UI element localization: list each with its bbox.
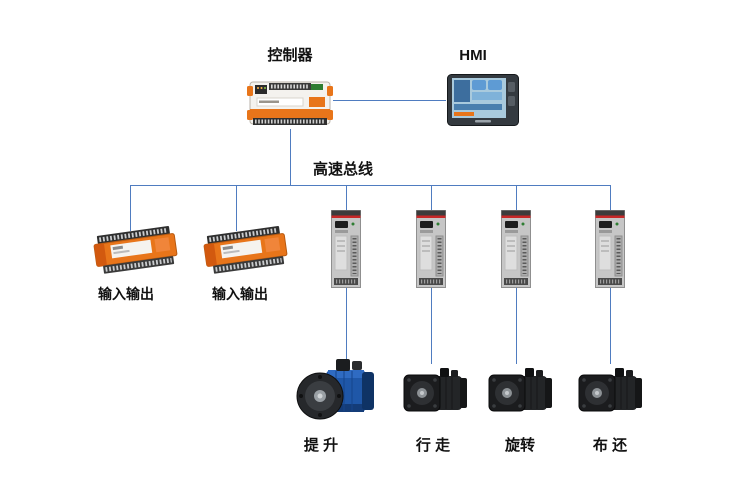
connector-bus-io2	[236, 185, 237, 231]
connector-bus-drive1	[346, 185, 347, 211]
servo-drive-2	[416, 210, 446, 288]
servo-drive-3	[501, 210, 531, 288]
servo-drive-icon	[331, 210, 361, 288]
io-module-2	[200, 221, 291, 278]
connector-bus-io1	[130, 185, 131, 231]
io-module-icon	[93, 226, 178, 274]
servo-drive-icon	[501, 210, 531, 288]
hmi-device	[447, 74, 519, 126]
connector-drive3-motor3	[516, 288, 517, 364]
motor2-label: 行 走	[415, 437, 451, 454]
hmi-label: HMI	[459, 47, 487, 64]
servo-drive-icon	[595, 210, 625, 288]
bus-label: 高速总线	[313, 161, 374, 178]
plc-icon	[247, 81, 333, 125]
connector-drive1-motor1	[346, 288, 347, 360]
servo-motor-icon	[488, 368, 552, 412]
servo-motor-2	[402, 364, 470, 426]
connector-controller-bus	[290, 129, 291, 185]
hmi-icon	[447, 74, 519, 126]
connector-drive4-motor4	[610, 288, 611, 364]
servo-motor-3	[487, 364, 555, 426]
servo-motor-4	[577, 364, 645, 426]
connector-controller-hmi	[333, 100, 446, 101]
connector-bus-drive4	[610, 185, 611, 211]
io-module-icon	[203, 226, 288, 274]
servo-drive-4	[595, 210, 625, 288]
motor3-label: 旋转	[504, 437, 535, 454]
connector-bus-drive2	[431, 185, 432, 211]
controller-label: 控制器	[267, 47, 313, 64]
bus-line	[130, 185, 610, 186]
motor4-label: 布 还	[592, 437, 628, 454]
controller-device	[247, 76, 333, 130]
connector-bus-drive3	[516, 185, 517, 211]
servo-motor-icon	[403, 368, 467, 412]
servo-drive-1	[331, 210, 361, 288]
io2-label: 输入输出	[212, 286, 268, 302]
servo-motor-icon	[578, 368, 642, 412]
motor1-label: 提 升	[303, 437, 339, 454]
connector-drive2-motor2	[431, 288, 432, 364]
servo-motor-1	[296, 356, 380, 428]
servo-motor-blue-icon	[296, 359, 374, 420]
servo-drive-icon	[416, 210, 446, 288]
io1-label: 输入输出	[98, 286, 154, 302]
io-module-1	[90, 221, 181, 278]
